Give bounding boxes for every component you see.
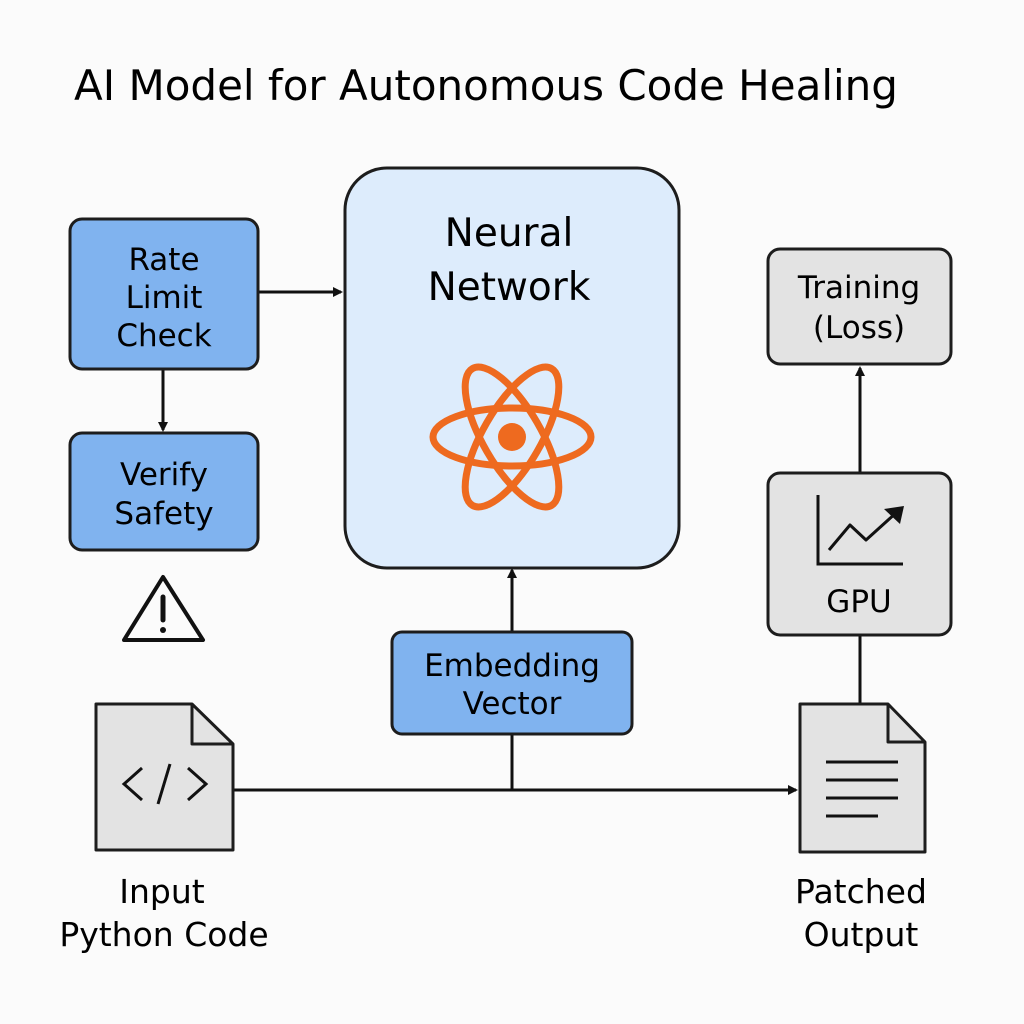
node-label-line: Output <box>804 915 919 954</box>
node-gpu: GPU <box>766 471 953 637</box>
node-label-line: Rate <box>128 242 199 278</box>
node-label-line: Python Code <box>59 915 268 954</box>
node-patched-output: Patched Output <box>795 702 927 954</box>
node-label-line: Limit <box>126 280 203 316</box>
node-label-line: Training <box>797 270 920 306</box>
node-label-line: Patched <box>795 872 927 911</box>
text-file-icon <box>798 702 927 854</box>
node-label-line: Neural <box>445 211 574 256</box>
warning-icon <box>122 575 205 642</box>
node-label-line: Embedding <box>424 648 600 684</box>
node-embedding-vector: Embedding Vector <box>390 630 634 736</box>
node-label-line: Network <box>428 265 591 310</box>
page-title: AI Model for Autonomous Code Healing <box>74 61 898 110</box>
node-label-line: Safety <box>114 496 213 532</box>
node-input-python-code: Input Python Code <box>59 702 269 954</box>
node-neural-network: Neural Network <box>343 166 681 570</box>
line-chart-icon <box>816 495 904 566</box>
node-verify-safety: Verify Safety <box>68 431 260 552</box>
node-rate-limit-check: Rate Limit Check <box>68 217 260 371</box>
code-file-icon <box>94 702 235 852</box>
node-training-loss: Training (Loss) <box>766 247 953 366</box>
node-label-line: Check <box>116 318 211 354</box>
node-label: GPU <box>826 584 891 620</box>
node-label-line: Input <box>119 872 205 911</box>
node-label-line: Verify <box>120 457 208 493</box>
node-label-line: Vector <box>463 686 562 722</box>
atom-icon <box>429 363 595 511</box>
node-label-line: (Loss) <box>813 310 905 346</box>
